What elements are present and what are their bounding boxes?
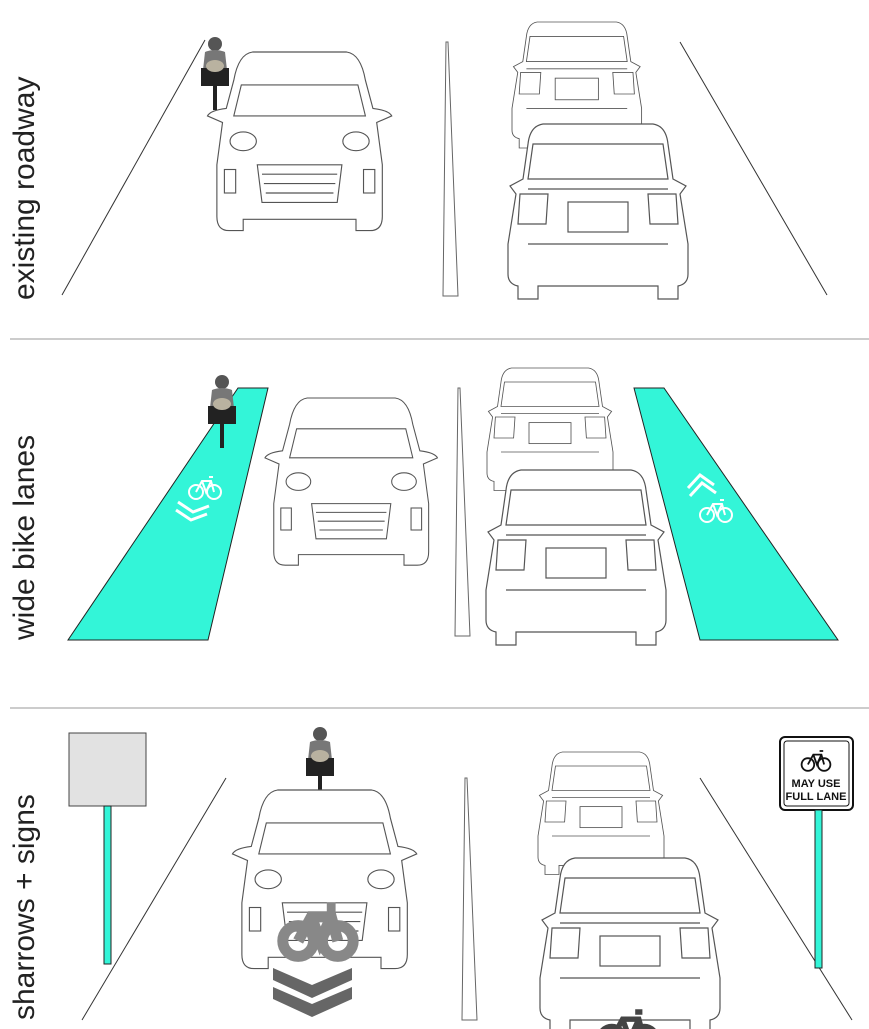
cyclist-icon <box>306 727 334 800</box>
sign-post <box>104 806 111 964</box>
sign-post <box>815 810 822 968</box>
center-median <box>443 42 458 296</box>
panel-sharrows-signs: MAY USE FULL LANE <box>69 727 853 1029</box>
sign-line-2: FULL LANE <box>786 791 847 803</box>
car-rear-icon <box>540 858 720 1029</box>
center-median <box>455 388 470 636</box>
panel-wide-bike-lanes <box>68 368 838 645</box>
panel-label-wide-bike-lanes: wide bike lanes <box>8 435 42 640</box>
right-road-edge <box>700 778 852 1020</box>
chevron-down-icon <box>273 968 352 1017</box>
sign-line-1: MAY USE <box>792 778 841 790</box>
blank-sign-panel <box>69 733 146 806</box>
right-road-edge <box>680 42 827 295</box>
panel-existing-roadway <box>62 22 827 299</box>
may-use-full-lane-sign: MAY USE FULL LANE <box>780 737 853 810</box>
left-bike-lane <box>68 388 268 640</box>
car-rear-icon <box>486 470 666 645</box>
car-front-icon <box>207 52 391 231</box>
center-median <box>462 778 477 1020</box>
car-front-icon <box>265 398 437 565</box>
panel-label-existing-roadway: existing roadway <box>8 77 42 300</box>
car-rear-icon <box>508 124 688 299</box>
car-rear-icon <box>538 752 664 875</box>
cyclist-icon <box>201 37 229 110</box>
left-road-edge <box>62 40 205 295</box>
panel-label-sharrows-signs: sharrows + signs <box>8 794 42 1020</box>
